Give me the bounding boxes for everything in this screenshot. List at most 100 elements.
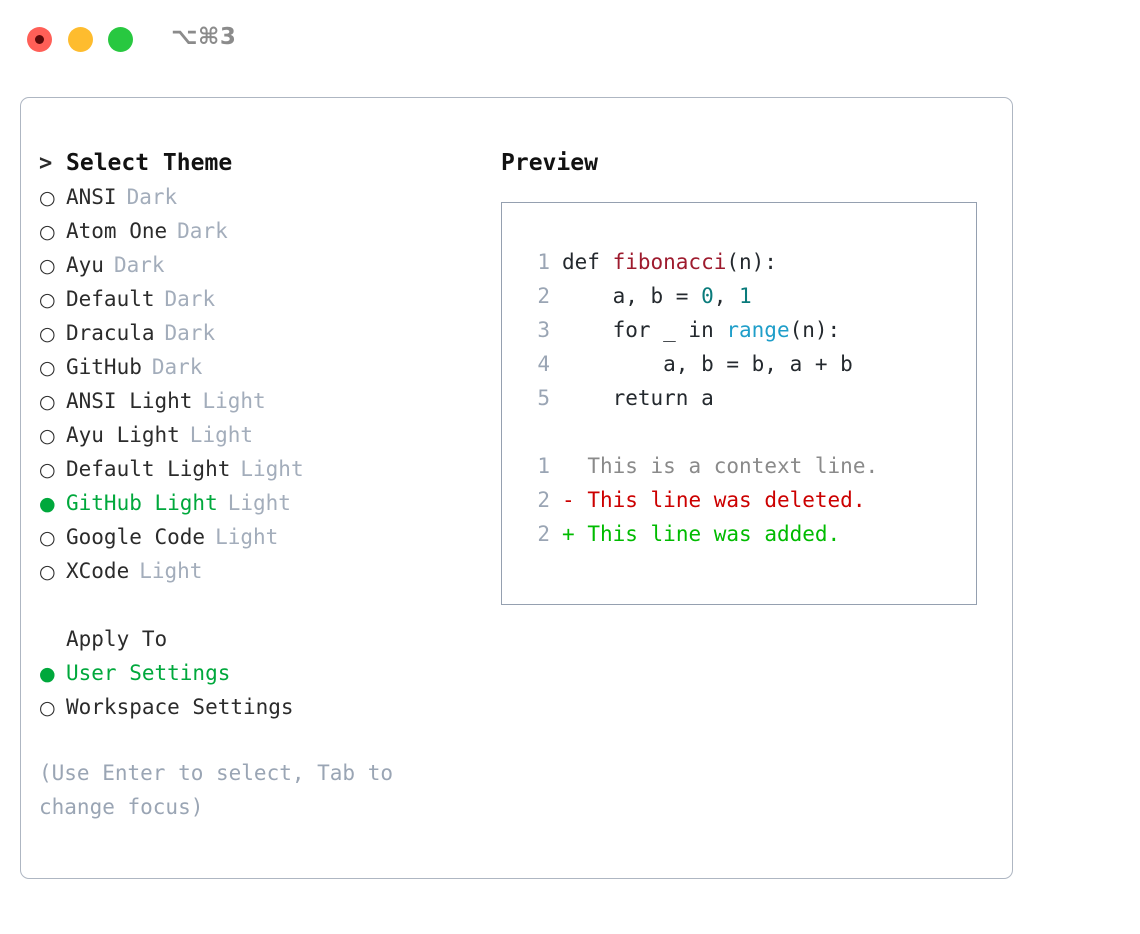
theme-name: Default [66, 287, 155, 311]
theme-list-item[interactable]: ○ Default Light Light [39, 452, 469, 486]
diff-line: 2- This line was deleted. [520, 483, 976, 517]
apply-to-label: Apply To [66, 627, 168, 651]
apply-to-list: ●User Settings○Workspace Settings [39, 656, 469, 724]
radio-unselected-icon: ○ [39, 289, 56, 311]
theme-list-item[interactable]: ○ Google Code Light [39, 520, 469, 554]
theme-variant-tag: Dark [177, 219, 228, 243]
radio-unselected-icon: ○ [39, 527, 56, 549]
select-theme-title: Select Theme [66, 150, 233, 176]
line-number: 2 [537, 488, 550, 512]
preview-title: Preview [501, 150, 598, 176]
line-number: 2 [537, 284, 550, 308]
spacer [520, 415, 976, 449]
theme-variant-tag: Dark [151, 355, 203, 379]
apply-to-option-label: User Settings [66, 661, 231, 685]
radio-unselected-icon: ○ [39, 391, 56, 413]
line-number: 5 [537, 386, 550, 410]
code-token: range [726, 318, 790, 342]
code-line: 2 a, b = 0, 1 [520, 279, 976, 313]
theme-variant-tag: Dark [164, 287, 216, 311]
code-token: (n): [726, 250, 777, 274]
theme-variant-tag: Light [215, 525, 279, 549]
theme-list-item[interactable]: ○ Dracula Dark [39, 316, 469, 350]
theme-list-item[interactable]: ● GitHub Light Light [39, 486, 469, 520]
diff-sample: 1 This is a context line.2- This line wa… [520, 449, 976, 551]
theme-name: Default Light [66, 457, 231, 481]
radio-selected-icon: ● [39, 493, 56, 515]
theme-name: Google Code [66, 525, 206, 549]
code-line: 3 for _ in range(n): [520, 313, 976, 347]
theme-variant-tag: Dark [126, 185, 178, 209]
code-token: 0 [701, 284, 714, 308]
radio-unselected-icon: ○ [39, 323, 56, 345]
select-theme-header: > Select Theme [39, 146, 469, 180]
theme-name: Dracula [66, 321, 155, 345]
theme-name: ANSI [66, 185, 117, 209]
diff-text: This line was deleted. [587, 488, 866, 512]
theme-name: XCode [66, 559, 130, 583]
radio-unselected-icon: ○ [39, 561, 56, 583]
line-number: 4 [537, 352, 550, 376]
apply-to-option[interactable]: ○Workspace Settings [39, 690, 469, 724]
code-line: 4 a, b = b, a + b [520, 347, 976, 381]
minimize-window-button[interactable] [68, 27, 93, 52]
theme-name: GitHub Light [66, 491, 218, 515]
radio-unselected-icon: ○ [39, 697, 56, 719]
code-token: a, b = b, a + b [562, 352, 853, 376]
theme-list-item[interactable]: ○ ANSI Dark [39, 180, 469, 214]
spacer [39, 588, 469, 622]
theme-name: Ayu Light [66, 423, 180, 447]
keyboard-hint-text: (Use Enter to select, Tab to change focu… [39, 761, 406, 819]
diff-text: This line was added. [587, 522, 841, 546]
diff-spacer [575, 517, 588, 551]
line-number: 1 [537, 454, 550, 478]
diff-spacer [575, 449, 588, 483]
diff-sign: - [562, 488, 575, 512]
line-number: 1 [537, 250, 550, 274]
window-title: ⌥⌘3 [171, 24, 237, 50]
code-token: for _ in [562, 318, 727, 342]
code-token: return a [562, 386, 714, 410]
radio-unselected-icon: ○ [39, 221, 56, 243]
diff-sign: + [562, 522, 575, 546]
theme-variant-tag: Light [240, 457, 304, 481]
theme-name: Ayu [66, 253, 104, 277]
apply-to-option[interactable]: ●User Settings [39, 656, 469, 690]
theme-variant-tag: Light [202, 389, 266, 413]
theme-list-item[interactable]: ○ XCode Light [39, 554, 469, 588]
theme-variant-tag: Dark [164, 321, 216, 345]
theme-variant-tag: Light [227, 491, 291, 515]
theme-list-item[interactable]: ○ ANSI Light Light [39, 384, 469, 418]
code-token: , [713, 284, 740, 308]
code-token: def [562, 250, 613, 274]
theme-variant-tag: Light [139, 559, 203, 583]
theme-variant-tag: Light [189, 423, 254, 447]
cursor-caret-icon: > [39, 151, 53, 176]
line-number: 2 [537, 522, 550, 546]
code-token: a, b = [562, 284, 702, 308]
theme-name: Atom One [66, 219, 168, 243]
maximize-window-button[interactable] [108, 27, 133, 52]
radio-unselected-icon: ○ [39, 187, 56, 209]
theme-name: ANSI Light [66, 389, 193, 413]
recording-indicator-icon [35, 35, 44, 44]
radio-unselected-icon: ○ [39, 459, 56, 481]
line-number: 3 [537, 318, 550, 342]
radio-unselected-icon: ○ [39, 255, 56, 277]
diff-spacer [575, 483, 588, 517]
window-titlebar: ⌥⌘3 [0, 0, 1140, 78]
theme-list-item[interactable]: ○ Atom One Dark [39, 214, 469, 248]
code-token: fibonacci [612, 250, 727, 274]
code-line: 5 return a [520, 381, 976, 415]
code-token: 1 [739, 284, 752, 308]
theme-list-item[interactable]: ○ Default Dark [39, 282, 469, 316]
code-token: (n): [789, 318, 841, 342]
